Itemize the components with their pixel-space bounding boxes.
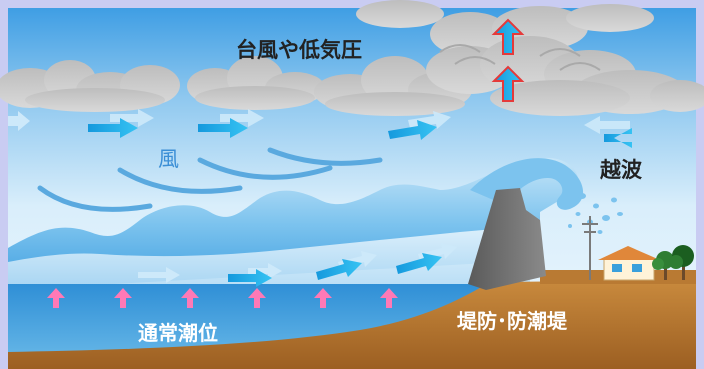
wind-arrow-icon <box>198 109 264 138</box>
typhoon-label: 台風や低気圧 <box>236 38 362 62</box>
seawall-label: 堤防･防潮堤 <box>457 309 567 333</box>
wind-arrow-icon <box>316 251 377 280</box>
cloud-center-right <box>314 56 472 116</box>
pink-up-arrow-icon <box>314 288 332 308</box>
wind-arrow-icon <box>388 111 451 140</box>
house-icon <box>598 246 660 281</box>
up-arrow-icon <box>491 18 525 55</box>
cloud-left <box>0 60 180 112</box>
wind-label: 風 <box>158 147 179 171</box>
wind-arrow-icon <box>228 263 282 287</box>
utility-pole-icon <box>582 216 598 280</box>
wind-arrow-icon <box>8 111 30 131</box>
wave-front <box>8 226 530 300</box>
normal-tide-label: 通常潮位 <box>138 321 218 345</box>
up-arrow-icon <box>491 65 525 102</box>
wind-arrow-icon <box>396 243 457 274</box>
wind-arrow-group-sea <box>138 243 457 287</box>
pink-up-arrow-icon <box>181 288 199 308</box>
wind-arrow-group-sky <box>8 109 632 148</box>
overtopping-label: 越波 <box>600 158 642 182</box>
wind-swirls <box>37 147 383 212</box>
wind-arrow-icon <box>584 116 632 148</box>
tree-icon <box>669 245 694 280</box>
cloud-middle <box>187 56 325 110</box>
sea-rise-arrows <box>47 288 398 308</box>
cloud-shading <box>439 44 601 71</box>
wind-arrow-icon <box>138 267 180 283</box>
pink-up-arrow-icon <box>114 288 132 308</box>
pink-up-arrow-icon <box>248 288 266 308</box>
spray-droplets <box>568 193 623 234</box>
ground <box>8 280 696 369</box>
pink-up-arrow-icon <box>47 288 65 308</box>
storm-clouds <box>0 0 704 116</box>
pink-up-arrow-icon <box>380 288 398 308</box>
seawall <box>468 188 546 290</box>
wind-arrow-icon <box>88 109 154 138</box>
